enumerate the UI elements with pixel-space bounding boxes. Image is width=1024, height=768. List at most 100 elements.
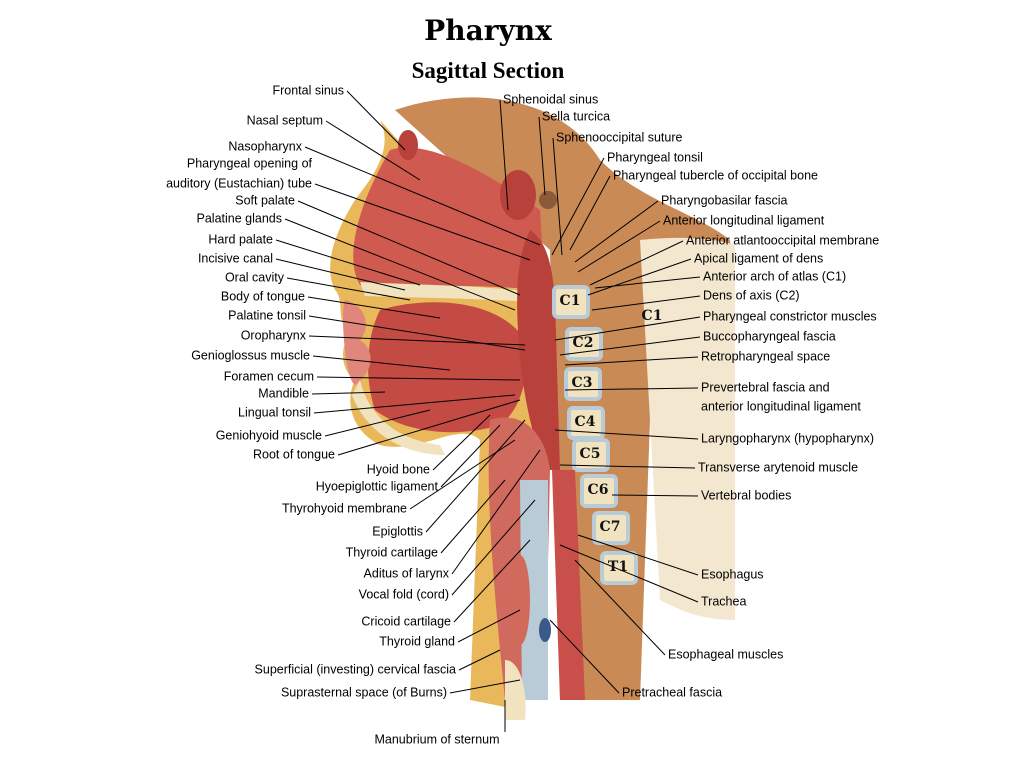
leader-line-palatine-glands: [284, 218, 516, 311]
label-sphenooccipital-suture: Sphenooccipital suture: [556, 130, 683, 145]
vertebra-label-t1: T1: [607, 559, 629, 575]
label-incisive-canal: Incisive canal: [197, 251, 273, 266]
leader-line-nasopharynx: [304, 146, 541, 246]
label-superficial-investing-cervical-fascia: Superficial (investing) cervical fascia: [254, 662, 456, 677]
label-hyoepiglottic-ligament: Hyoepiglottic ligament: [315, 479, 438, 494]
leader-line-mandible: [311, 391, 386, 395]
leader-line-superficial-investing-cervical-fascia: [458, 649, 501, 671]
label-anterior-atlantooccipital-membrane: Anterior atlantooccipital membrane: [686, 233, 880, 248]
frontal-sinus-shape: [398, 130, 418, 160]
vessel: [539, 618, 551, 642]
label-geniohyoid-muscle: Geniohyoid muscle: [215, 428, 322, 443]
label-sella-turcica: Sella turcica: [542, 109, 611, 124]
vertebral-body: [572, 438, 610, 472]
label-laryngopharynx-hypopharynx: Laryngopharynx (hypopharynx): [701, 431, 875, 446]
vertebra-label-c4: C4: [574, 414, 596, 430]
leader-line-epiglottis: [425, 419, 526, 533]
vertebra-label-c6: C6: [587, 482, 609, 498]
label-pretracheal-fascia: Pretracheal fascia: [622, 685, 723, 700]
label-vertebral-bodies: Vertebral bodies: [701, 488, 792, 503]
label-nasopharynx: Nasopharynx: [228, 139, 302, 154]
label-pharyngeal-tubercle-of-occipital-bone: Pharyngeal tubercle of occipital bone: [613, 168, 818, 183]
label-thyroid-gland: Thyroid gland: [379, 634, 455, 649]
vertebral-body: [592, 511, 630, 545]
leader-line-sphenooccipital-suture: [552, 137, 563, 256]
label-buccopharyngeal-fascia: Buccopharyngeal fascia: [703, 329, 836, 344]
leader-line-auditory-eustachian-tube: [314, 183, 531, 261]
leader-line-esophagus: [577, 534, 699, 576]
vertebral-body: [600, 551, 638, 585]
leader-line-genioglossus-muscle: [312, 355, 451, 371]
leader-line-cricoid-cartilage: [453, 539, 531, 623]
label-esophageal-muscles: Esophageal muscles: [668, 647, 784, 662]
label-pharyngeal-constrictor-muscles: Pharyngeal constrictor muscles: [703, 309, 877, 324]
leader-line-soft-palate: [297, 200, 521, 296]
label-pharyngobasilar-fascia: Pharyngobasilar fascia: [661, 193, 788, 208]
label-thyroid-cartilage: Thyroid cartilage: [345, 545, 438, 560]
label-anterior-arch-of-atlas-c1: Anterior arch of atlas (C1): [703, 269, 847, 284]
label-dens-of-axis-c2: Dens of axis (C2): [703, 288, 800, 303]
label-palatine-tonsil: Palatine tonsil: [228, 308, 306, 323]
label-retropharyngeal-space: Retropharyngeal space: [701, 349, 831, 364]
leader-line-palatine-tonsil: [308, 315, 526, 351]
vertebral-column: [552, 285, 638, 585]
label-esophagus: Esophagus: [701, 567, 764, 582]
leader-line-prevertebral-fascia-and: [564, 387, 699, 391]
sphenoidal-sinus-shape: [500, 170, 536, 220]
vertebra-label-c5: C5: [579, 446, 601, 462]
hard-palate-shape: [360, 282, 530, 302]
leader-line-anterior-longitudinal-ligament: [577, 220, 661, 273]
label-pharyngeal-tonsil: Pharyngeal tonsil: [607, 150, 703, 165]
leader-line-pharyngeal-tonsil: [551, 157, 605, 256]
leader-line-geniohyoid-muscle: [324, 409, 431, 437]
label-oral-cavity: Oral cavity: [224, 270, 284, 285]
label-root-of-tongue: Root of tongue: [252, 447, 335, 462]
vertebral-body: [580, 474, 618, 508]
label-nasal-septum: Nasal septum: [246, 113, 323, 128]
label-mandible: Mandible: [258, 386, 309, 401]
leader-line-pharyngeal-tubercle-of-occipital-bone: [569, 175, 611, 251]
leader-line-anterior-arch-of-atlas-c1: [594, 276, 701, 289]
label-body-of-tongue: Body of tongue: [220, 289, 305, 304]
leader-line-hyoepiglottic-ligament: [440, 424, 501, 488]
label-vocal-fold-cord: Vocal fold (cord): [358, 587, 449, 602]
label-epiglottis: Epiglottis: [372, 524, 423, 539]
leader-line-suprasternal-space-of-burns: [449, 679, 521, 694]
leader-line-lingual-tonsil: [313, 394, 516, 414]
nasal-cavity: [353, 147, 545, 290]
leader-line-pretracheal-fascia: [549, 619, 620, 694]
label-palatine-glands: Palatine glands: [196, 211, 282, 226]
label-auditory-eustachian-tube: auditory (Eustachian) tube: [166, 176, 312, 191]
title: Pharynx: [424, 14, 552, 47]
leader-line-body-of-tongue: [307, 296, 441, 319]
leader-line-transverse-arytenoid-muscle: [559, 464, 696, 469]
label-hard-palate: Hard palate: [208, 232, 273, 247]
label-thyrohyoid-membrane: Thyrohyoid membrane: [281, 501, 407, 516]
label-frontal-sinus: Frontal sinus: [272, 83, 344, 98]
manubrium-shape: [505, 660, 526, 720]
label-genioglossus-muscle: Genioglossus muscle: [191, 348, 310, 363]
label-pharyngeal-opening-of: Pharyngeal opening of: [186, 156, 312, 171]
leader-line-apical-ligament-of-dens: [587, 258, 692, 296]
leader-line-vocal-fold-cord: [451, 499, 536, 596]
leader-line-sphenoidal-sinus: [499, 99, 509, 211]
vertebral-body: [552, 285, 590, 319]
leader-line-frontal-sinus: [346, 90, 406, 151]
leader-line-oropharynx: [308, 335, 526, 346]
leader-line-retropharyngeal-space: [564, 356, 699, 366]
label-sphenoidal-sinus: Sphenoidal sinus: [503, 92, 599, 107]
label-lingual-tonsil: Lingual tonsil: [238, 405, 311, 420]
label-anterior-longitudinal-ligament: Anterior longitudinal ligament: [663, 213, 825, 228]
leader-line-sella-turcica: [538, 116, 546, 196]
label-foramen-cecum: Foramen cecum: [223, 369, 314, 384]
trachea-shape: [520, 480, 548, 700]
leader-line-foramen-cecum: [316, 376, 521, 381]
leader-line-buccopharyngeal-fascia: [559, 336, 701, 356]
esophagus-shape: [552, 470, 585, 700]
label-suprasternal-space-of-burns: Suprasternal space (of Burns): [280, 685, 447, 700]
vertebra-label-c1: C1: [559, 293, 581, 309]
leader-lines: [275, 90, 701, 732]
label-prevertebral-fascia-and: Prevertebral fascia and: [701, 380, 830, 395]
label-apical-ligament-of-dens: Apical ligament of dens: [694, 251, 824, 266]
